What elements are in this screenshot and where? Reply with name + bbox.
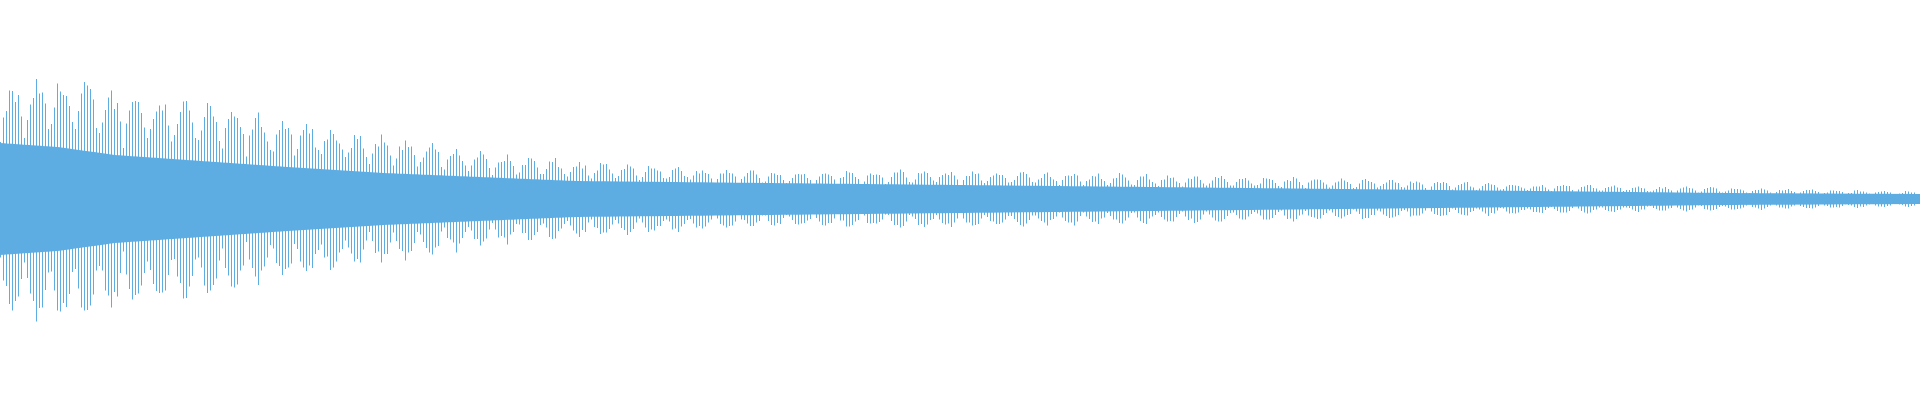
- waveform-series: [0, 79, 1918, 322]
